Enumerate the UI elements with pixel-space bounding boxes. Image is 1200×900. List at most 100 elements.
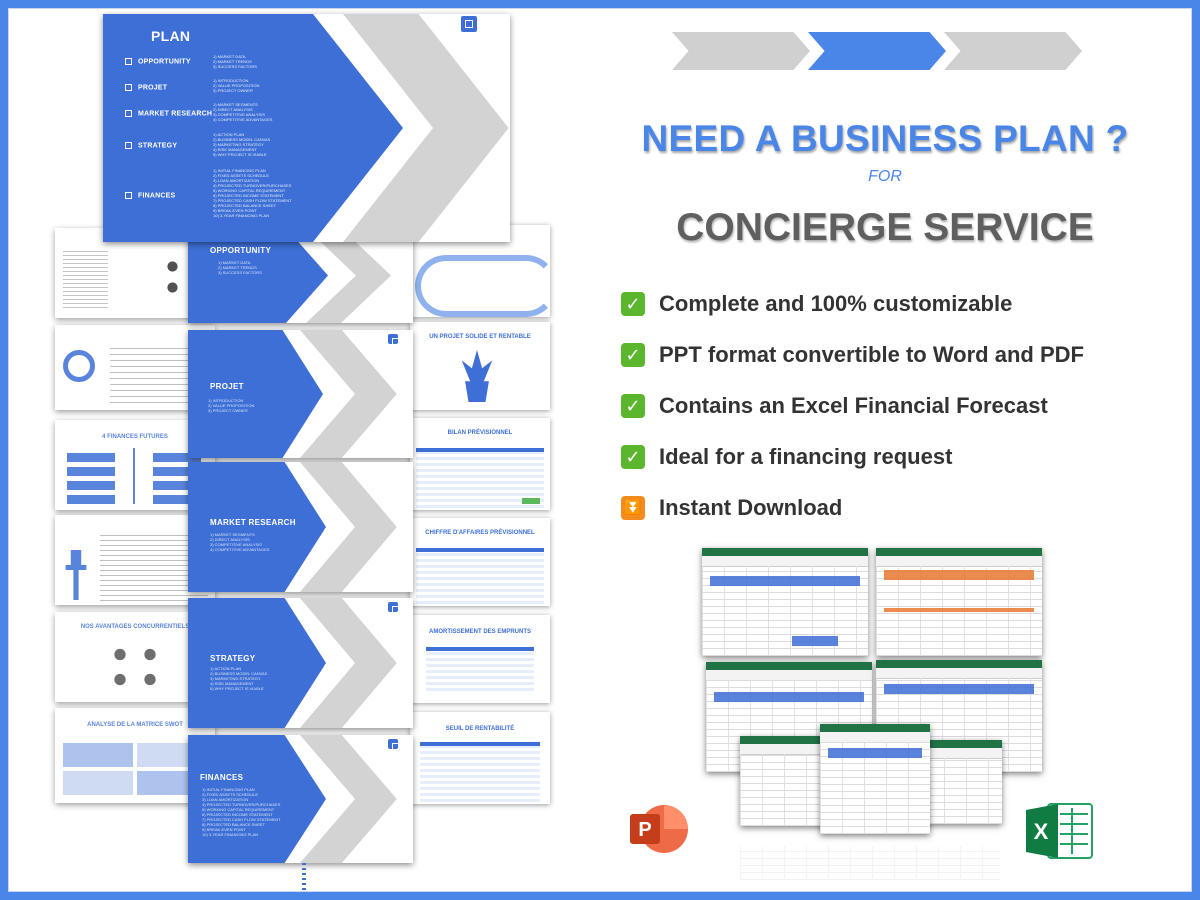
- headline-service: CONCIERGE SERVICE: [676, 206, 1094, 249]
- plan-item-subs: 1) INITIAL FINANCING PLAN 2) FIXED ASSET…: [213, 168, 292, 218]
- logo-badge-icon: [388, 739, 400, 751]
- slide-subtitles: 1) MARKET SEGMENTS 2) DIRECT ANALYSIS 3)…: [210, 532, 270, 552]
- turnover-table: [416, 548, 544, 604]
- right-thumb-4: CHIFFRE D'AFFAIRES PRÉVISIONNEL: [410, 518, 550, 606]
- slide-subtitles: 1) ACTION PLAN 2) BUSINESS MODEL CANVAS …: [210, 666, 268, 691]
- plan-item-label: STRATEGY: [138, 142, 178, 150]
- sheet-header-band: [828, 748, 922, 758]
- sheet-ribbon: [820, 724, 930, 732]
- right-thumb-2: UN PROJET SOLIDE ET RENTABLE: [410, 322, 550, 410]
- download-icon: ⏬: [621, 496, 645, 520]
- powerpoint-logo-letter: P: [638, 819, 651, 841]
- section-slide-finances: FINANCES 1) INITIAL FINANCING PLAN 2) FI…: [188, 735, 413, 863]
- right-thumb-title: BILAN PRÉVISIONNEL: [447, 430, 513, 436]
- plan-item-subs: 1) MARKET SEGMENTS 2) DIRECT ANALYSIS 3)…: [213, 102, 273, 122]
- right-thumb-title: AMORTISSEMENT DES EMPRUNTS: [428, 629, 531, 635]
- slide-arrow: [188, 462, 326, 592]
- plan-item-market-research: MARKET RESEARCH: [125, 110, 212, 117]
- section-slide-market-research: MARKET RESEARCH 1) MARKET SEGMENTS 2) DI…: [188, 462, 413, 592]
- section-slide-projet: PROJET 1) INTRODUCTION 2) VALUE PROPOSIT…: [188, 330, 413, 458]
- left-thumb-graphic: [63, 248, 108, 308]
- feature-label: PPT format convertible to Word and PDF: [659, 342, 1084, 367]
- sheet-ribbon: [740, 736, 850, 744]
- check-icon: ✓: [621, 343, 645, 367]
- check-icon: ✓: [621, 394, 645, 418]
- feature-item: ⏬ Instant Download: [621, 494, 842, 522]
- left-thumb-icons: [105, 642, 165, 692]
- logo-badge-icon: [461, 16, 477, 32]
- right-thumb-title: SEUIL DE RENTABILITÉ: [445, 726, 515, 732]
- slide-subtitles: 1) INITIAL FINANCING PLAN 2) FIXED ASSET…: [202, 787, 281, 837]
- chevron-middle-icon: [808, 32, 946, 70]
- left-thumb-title: NOS AVANTAGES CONCURRENTIELS: [80, 624, 190, 630]
- plan-item-projet: PROJET: [125, 84, 167, 91]
- headline-for: FOR: [868, 168, 902, 185]
- feature-label: Complete and 100% customizable: [659, 291, 1013, 316]
- feature-item: ✓ Ideal for a financing request: [621, 443, 952, 471]
- logo-badge-icon: [388, 602, 400, 614]
- checkbox-icon: [125, 84, 132, 91]
- slide-pagination-dots: [302, 860, 306, 890]
- section-slide-strategy: STRATEGY 1) ACTION PLAN 2) BUSINESS MODE…: [188, 598, 413, 728]
- feature-item: ✓ PPT format convertible to Word and PDF: [621, 341, 1084, 369]
- left-thumb-title: 4 FINANCES FUTURES: [102, 434, 168, 440]
- plan-item-label: FINANCES: [138, 192, 176, 200]
- plan-item-label: MARKET RESEARCH: [138, 110, 213, 118]
- left-thumb-boxes: [67, 448, 115, 504]
- checkbox-icon: [125, 110, 132, 117]
- inner-border: [8, 8, 1192, 892]
- sheet-ribbon: [876, 660, 1042, 668]
- slide-title: STRATEGY: [210, 654, 256, 663]
- plan-item-strategy: STRATEGY: [125, 142, 177, 149]
- feature-label: Instant Download: [659, 495, 843, 520]
- sheet-mid-band: [884, 608, 1034, 612]
- slide-subtitles: 1) MARKET DATA 2) MARKET TRENDS 3) SUCCE…: [218, 260, 262, 275]
- sheet-ribbon: [702, 548, 868, 556]
- slide-arrow: [188, 598, 326, 728]
- chevron-left-icon: [672, 32, 810, 70]
- sheet-grid: [740, 846, 1000, 880]
- slide-arrow: [188, 228, 328, 323]
- road-graphic: [415, 255, 550, 317]
- chevron-right-icon: [944, 32, 1082, 70]
- sheet-total-band: [792, 636, 838, 646]
- sheet-ribbon: [900, 740, 1002, 748]
- sheet-header-band: [884, 684, 1034, 694]
- slide-title: FINANCES: [200, 773, 244, 782]
- plan-item-subs: 1) ACTION PLAN 2) BUSINESS MODEL CANVAS …: [213, 132, 271, 157]
- breakeven-table: [420, 742, 540, 802]
- right-thumb-3: BILAN PRÉVISIONNEL: [410, 418, 550, 510]
- sheet-header-band: [714, 692, 864, 702]
- plan-item-label: OPPORTUNITY: [138, 58, 191, 66]
- section-slide-opportunity: OPPORTUNITY 1) MARKET DATA 2) MARKET TRE…: [188, 228, 413, 323]
- plan-title: PLAN: [151, 28, 191, 44]
- target-icon: [63, 350, 95, 382]
- balance-table: [416, 448, 544, 508]
- plant-icon: [461, 350, 493, 402]
- powerpoint-logo-icon: P: [630, 805, 688, 853]
- left-thumb-divider: [133, 448, 135, 504]
- sheet-header-band: [884, 570, 1034, 580]
- check-icon: ✓: [621, 292, 645, 316]
- right-thumb-6: SEUIL DE RENTABILITÉ: [410, 712, 550, 804]
- swot-grid: [63, 743, 207, 795]
- sheet-ribbon: [876, 548, 1042, 556]
- right-thumb-title: UN PROJET SOLIDE ET RENTABLE: [429, 334, 531, 340]
- left-thumb-title: ANALYSE DE LA MATRICE SWOT: [87, 722, 183, 728]
- checkbox-icon: [125, 192, 132, 199]
- excel-logo-icon: X: [1026, 803, 1093, 859]
- checkbox-icon: [125, 58, 132, 65]
- logo-badge-icon: [388, 334, 400, 346]
- feature-label: Ideal for a financing request: [659, 444, 953, 469]
- plan-item-finances: FINANCES: [125, 192, 175, 199]
- right-thumb-5: AMORTISSEMENT DES EMPRUNTS: [410, 615, 550, 703]
- slide-title: MARKET RESEARCH: [210, 518, 296, 527]
- excel-sheet-7: [820, 724, 930, 834]
- plan-item-subs: 1) INTRODUCTION 2) VALUE PROPOSITION 3) …: [213, 78, 260, 93]
- slide-subtitles: 1) INTRODUCTION 2) VALUE PROPOSITION 3) …: [208, 398, 255, 413]
- checkbox-icon: [125, 142, 132, 149]
- feature-item: ✓ Contains an Excel Financial Forecast: [621, 392, 1048, 420]
- slide-title: OPPORTUNITY: [210, 246, 272, 255]
- excel-sheet-reflection: [740, 846, 1000, 880]
